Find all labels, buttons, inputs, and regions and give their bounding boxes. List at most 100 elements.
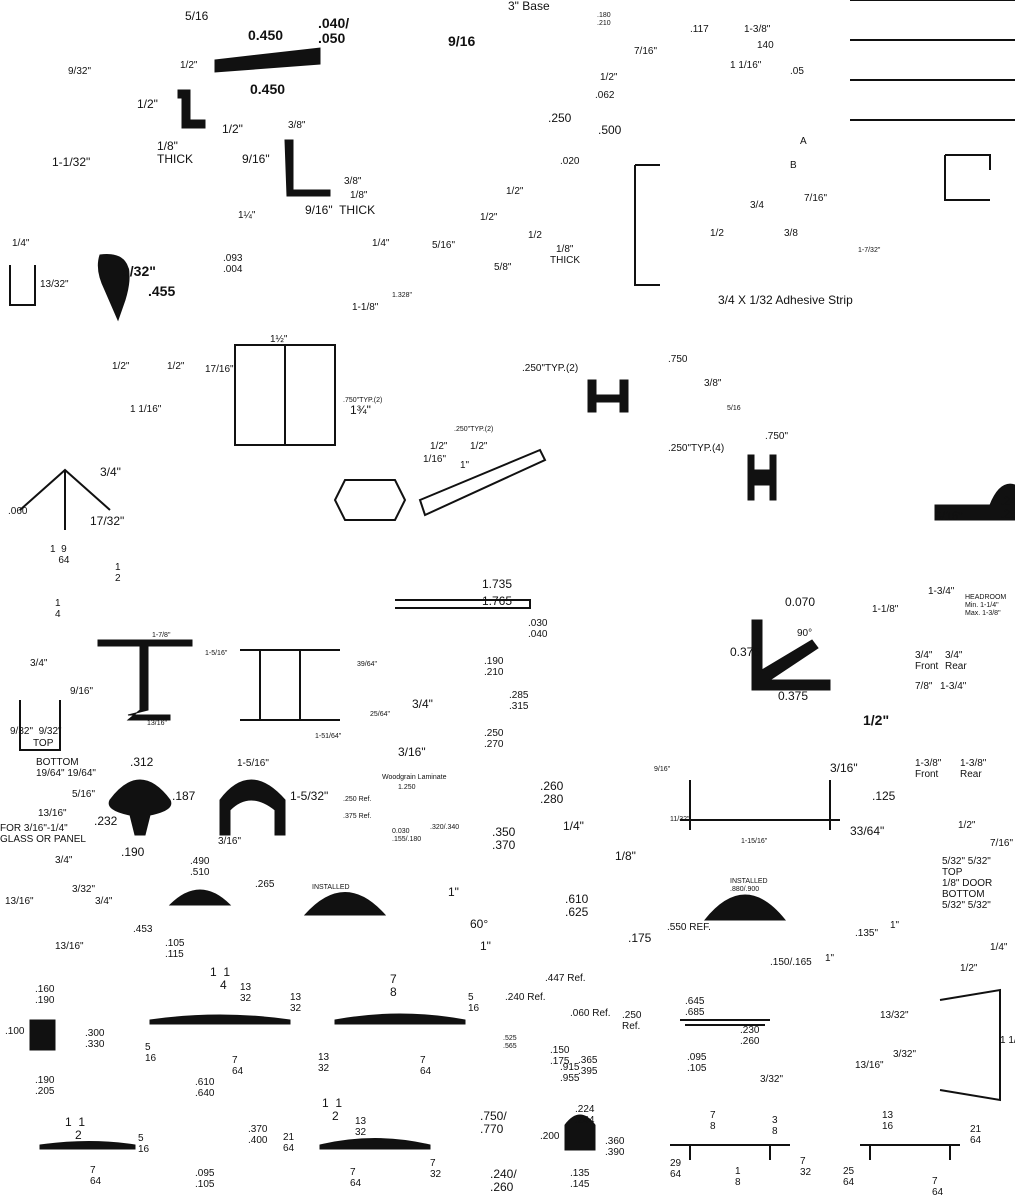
dimension-label: 1/2" [167, 361, 185, 372]
profile-v-angle [19, 468, 111, 530]
dimension-label: 3/4" Rear [945, 650, 967, 672]
dimension-label: 1½" [270, 334, 288, 345]
dimension-label: .645 .685 [685, 996, 705, 1018]
dimension-label: .350 .370 [492, 825, 516, 852]
dimension-label: 0.070 [785, 595, 816, 609]
profile-strip [418, 448, 547, 517]
dimension-label: 1/2" [112, 361, 130, 372]
dimension-label: .232 [94, 814, 118, 828]
dimension-label: HEADROOM Min. 1-1/4" Max. 1-3/8" [965, 594, 1007, 617]
dimension-label: 3 8 [772, 1115, 778, 1137]
dimension-label: 3/16" [830, 761, 858, 775]
dimension-label: 7/16" [990, 838, 1014, 849]
dimension-label: 3/8" [344, 176, 362, 187]
dimension-label: 1 2 [115, 562, 121, 584]
dimension-label: 13/16" [55, 941, 84, 952]
profile-hinge [234, 344, 336, 446]
profile-c-molding [219, 779, 286, 836]
dimension-label: 1/8" THICK [157, 139, 193, 166]
dimension-label: 17/16" [205, 364, 234, 375]
dimension-label: 13/16" [855, 1060, 884, 1071]
dimension-label: 9/16" [654, 766, 671, 773]
dimension-label: .240 .25 [1000, 494, 1015, 521]
profile-t-molding [214, 47, 321, 73]
dimension-label: .150 .175 [550, 1045, 570, 1067]
dimension-label: 1/4" [372, 238, 390, 249]
dimension-label: 1 1/4 [1000, 1035, 1015, 1046]
dimension-label: 3/8" [704, 378, 722, 389]
dimension-label: .190 .210 [484, 656, 504, 678]
profile-t-flat-2 [334, 1013, 466, 1025]
dimension-label: 1.250 [398, 784, 416, 791]
dimension-label: 1/2 [528, 230, 542, 241]
dimension-label: 90° [797, 628, 813, 639]
dimension-label: .525 .565 [503, 1035, 517, 1050]
dimension-label: 5/32" 5/32" TOP 1/8" DOOR BOTTOM 5/32" 5… [942, 856, 993, 911]
dimension-label: .750/ .770 [480, 1109, 507, 1136]
dimension-label: .230 .260 [740, 1025, 760, 1047]
dimension-label: .250"TYP.(2) [522, 363, 579, 374]
dimension-label: 5/16 [727, 405, 741, 412]
dimension-label: 9/16" [242, 152, 270, 166]
profile-dome-installed [703, 894, 787, 921]
dimension-label: 7 32 [430, 1158, 442, 1180]
dimension-label: 3/4" [100, 465, 121, 479]
dimension-label: 1/2" [180, 60, 198, 71]
dimension-label: .300 .330 [85, 1028, 105, 1050]
dimension-label: 13 16 [882, 1110, 894, 1132]
dimension-label: B [790, 160, 797, 171]
dimension-label: 3" Base [508, 0, 550, 13]
profile-bulb [564, 1114, 596, 1151]
profile-l-angle [934, 483, 1015, 521]
dimension-label: 3/4" [55, 855, 73, 866]
dimension-label: 1/2" [137, 97, 158, 111]
dimension-label: 21 64 [283, 1132, 295, 1154]
dimension-label: 60° [470, 917, 489, 931]
dimension-label: 9/32" 9/32" [10, 726, 62, 737]
dimension-label: 7 64 [932, 1176, 944, 1198]
profile-channel-rail [680, 1019, 770, 1026]
dimension-label: .365 .395 [578, 1055, 598, 1077]
dimension-label: 1" [825, 953, 835, 964]
dimension-label: .030 .040 [528, 618, 548, 640]
dimension-label: 13/32" [880, 1010, 909, 1021]
dimension-label: .250 [548, 111, 572, 125]
dimension-label: 1/4" [990, 942, 1008, 953]
profile-knob [108, 779, 172, 836]
profile-cap-bottom-2 [860, 1144, 960, 1160]
dimension-label: 0.375 [730, 645, 761, 659]
dimension-label: 1/2" [506, 186, 524, 197]
dimension-label: .260 .280 [540, 779, 564, 806]
profile-octagon [333, 479, 407, 521]
dimension-label: 1-1/8" [352, 302, 379, 313]
dimension-label: .285 .315 [509, 690, 529, 712]
dimension-label: 7 8 [710, 1110, 716, 1132]
dimension-label: BOTTOM 19/64" 19/64" [36, 757, 96, 779]
dimension-label: 5/16" [432, 240, 456, 251]
dimension-label: 3/32" [760, 1074, 784, 1085]
dimension-label: .370 .400 [248, 1124, 268, 1146]
dimension-label: 1-3/4" [940, 681, 967, 692]
dimension-label: 1/16" [423, 454, 447, 465]
dimension-label: 1/2" [863, 712, 890, 728]
dimension-label: .915 .955 [560, 1062, 580, 1084]
dimension-label: .320/.340 [430, 824, 460, 831]
dimension-label: 3/32" [893, 1049, 917, 1060]
profile-t-flat-4 [319, 1138, 431, 1150]
dimension-label: 1" [480, 939, 491, 953]
dimension-label: .060 Ref. [570, 1008, 611, 1019]
dimension-label: 7 64 [232, 1055, 244, 1077]
dimension-label: 13 32 [290, 992, 302, 1014]
dimension-label: 13/16" [38, 808, 67, 819]
dimension-label: 1-15/16" [741, 838, 768, 845]
profile-tall-channel [634, 164, 660, 286]
dimension-label: 1 1/16" [730, 60, 762, 71]
profile-glass-channel [19, 700, 61, 751]
dimension-label: 13/16" [5, 896, 34, 907]
dimension-label: 5 16 [138, 1133, 150, 1155]
profile-tee [97, 639, 193, 721]
dimension-label: .117 [690, 24, 709, 35]
dimension-label: 1.765 [482, 594, 513, 608]
dimension-label: .224 .244 [575, 1104, 595, 1126]
dimension-label: 1/2" [600, 72, 618, 83]
